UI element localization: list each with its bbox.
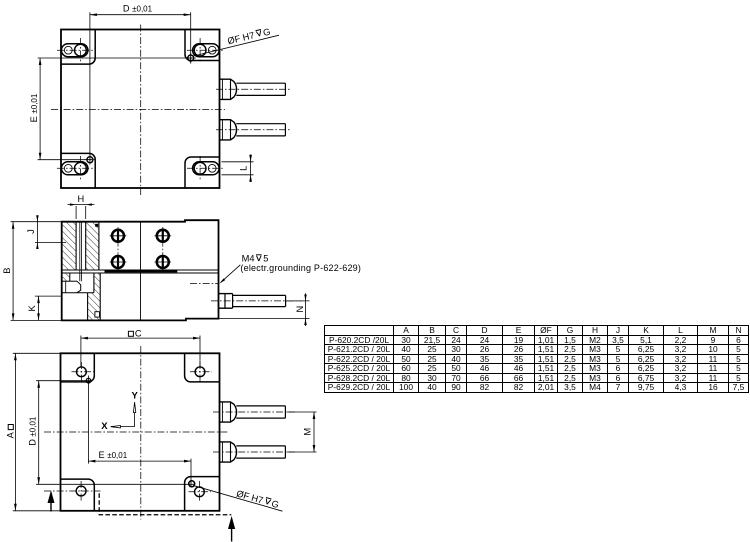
svg-text:E ±0,01: E ±0,01 [99,450,128,460]
svg-text:X: X [101,421,108,432]
svg-text:E ±0,01: E ±0,01 [29,93,39,122]
svg-text:D ±0,01: D ±0,01 [123,3,153,13]
svg-text:G: G [270,498,280,510]
svg-text:M: M [303,428,313,436]
svg-text:H: H [78,194,85,204]
svg-text:J: J [26,229,36,234]
svg-text:K: K [27,305,37,312]
svg-text:Y: Y [132,390,139,401]
svg-text:A: A [6,431,16,438]
svg-text:C: C [135,328,142,338]
svg-text:M4: M4 [242,254,255,264]
svg-text:B: B [2,267,12,273]
svg-text:L: L [239,166,249,171]
svg-text:(electr.grounding P-622-629): (electr.grounding P-622-629) [240,263,361,273]
svg-text:N: N [295,306,305,313]
svg-text:5: 5 [263,254,268,264]
svg-text:D ±0,01: D ±0,01 [27,416,37,446]
svg-text:G: G [262,27,271,38]
